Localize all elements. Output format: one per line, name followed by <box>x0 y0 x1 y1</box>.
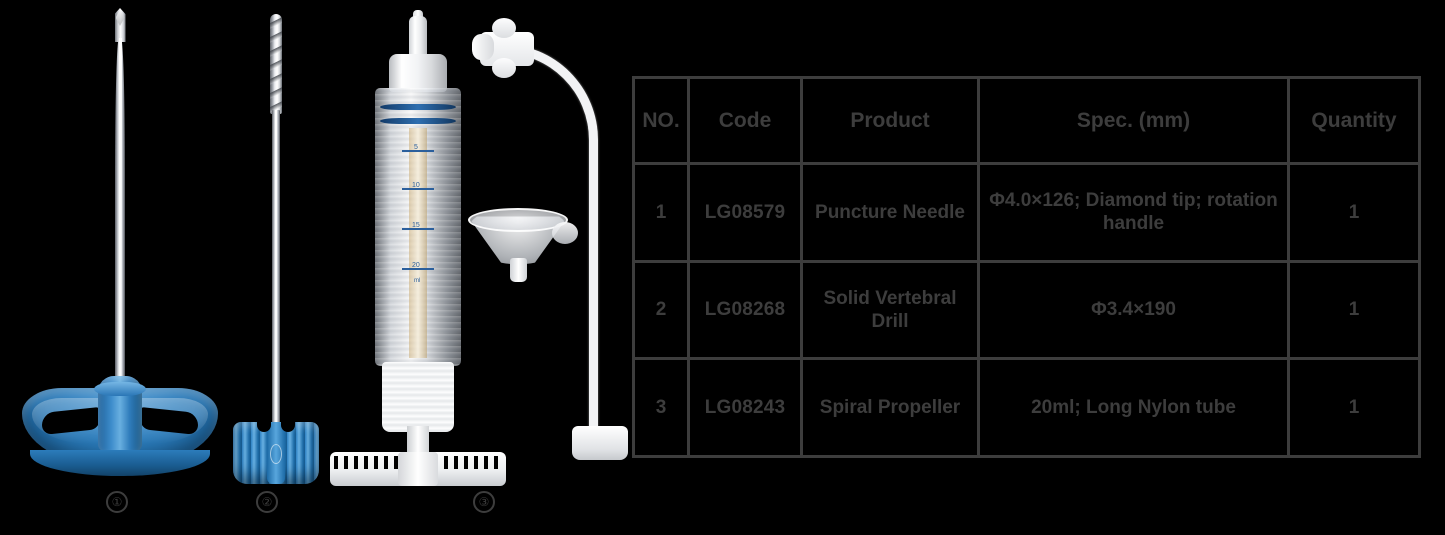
cell-product: Solid Vertebral Drill <box>800 259 980 361</box>
photo-caption-3: ③ <box>473 491 495 513</box>
cell-no: 1 <box>632 162 690 263</box>
cell-no: 3 <box>632 357 690 458</box>
long-nylon-tube-accessory <box>472 18 628 460</box>
drill-flute-tip <box>270 14 282 114</box>
needle-rotation-handle <box>22 376 218 476</box>
propeller-collar <box>382 362 454 432</box>
cell-spec: 20ml; Long Nylon tube <box>977 357 1290 458</box>
cell-code: LG08268 <box>687 259 803 361</box>
propeller-t-handle <box>330 452 506 486</box>
needle-diamond-tip <box>114 8 126 42</box>
propeller-cap <box>389 54 447 92</box>
cell-spec: Φ3.4×190 <box>977 259 1290 361</box>
puncture-needle-photo <box>22 8 218 483</box>
column-header-spec: Spec. (mm) <box>977 76 1290 165</box>
scale-tick-20: 20 <box>412 262 420 269</box>
solid-vertebral-drill-photo <box>233 14 319 484</box>
cell-code: LG08579 <box>687 162 803 263</box>
table-row: 3 LG08243 Spiral Propeller 20ml; Long Ny… <box>632 357 1421 458</box>
scale-tick-15: 15 <box>412 222 420 229</box>
funnel-accessory <box>468 206 578 294</box>
drill-ribbed-handle <box>233 422 319 484</box>
propeller-nozzle <box>409 16 427 58</box>
photo-caption-1: ① <box>106 491 128 513</box>
cell-quantity: 1 <box>1287 357 1421 458</box>
column-header-no: NO. <box>632 76 690 165</box>
cell-quantity: 1 <box>1287 162 1421 263</box>
cell-product: Spiral Propeller <box>800 357 980 458</box>
drill-shaft-highlight <box>274 110 278 428</box>
scale-tick-5: 5 <box>414 144 418 151</box>
table-row: 1 LG08579 Puncture Needle Φ4.0×126; Diam… <box>632 162 1421 263</box>
cell-spec: Φ4.0×126; Diamond tip; rotation handle <box>977 162 1290 263</box>
product-photo-area: 5 10 15 20 ml <box>0 0 630 535</box>
cell-product: Puncture Needle <box>800 162 980 263</box>
propeller-plunger <box>409 128 427 358</box>
table-row: 2 LG08268 Solid Vertebral Drill Φ3.4×190… <box>632 259 1421 361</box>
product-specification-table: NO. Code Product Spec. (mm) Quantity 1 L… <box>632 76 1421 458</box>
column-header-code: Code <box>687 76 803 165</box>
spiral-propeller-photo: 5 10 15 20 ml <box>330 10 506 486</box>
propeller-stem <box>407 426 429 460</box>
propeller-blue-band-lower <box>380 118 456 124</box>
propeller-blue-band-upper <box>380 104 456 110</box>
photo-caption-2: ② <box>256 491 278 513</box>
scale-tick-10: 10 <box>412 182 420 189</box>
needle-shaft-highlight <box>118 38 122 386</box>
cell-code: LG08243 <box>687 357 803 458</box>
column-header-quantity: Quantity <box>1287 76 1421 165</box>
cell-no: 2 <box>632 259 690 361</box>
column-header-product: Product <box>800 76 980 165</box>
table-header-row: NO. Code Product Spec. (mm) Quantity <box>632 76 1421 165</box>
scale-unit: ml <box>414 278 421 284</box>
cell-quantity: 1 <box>1287 259 1421 361</box>
